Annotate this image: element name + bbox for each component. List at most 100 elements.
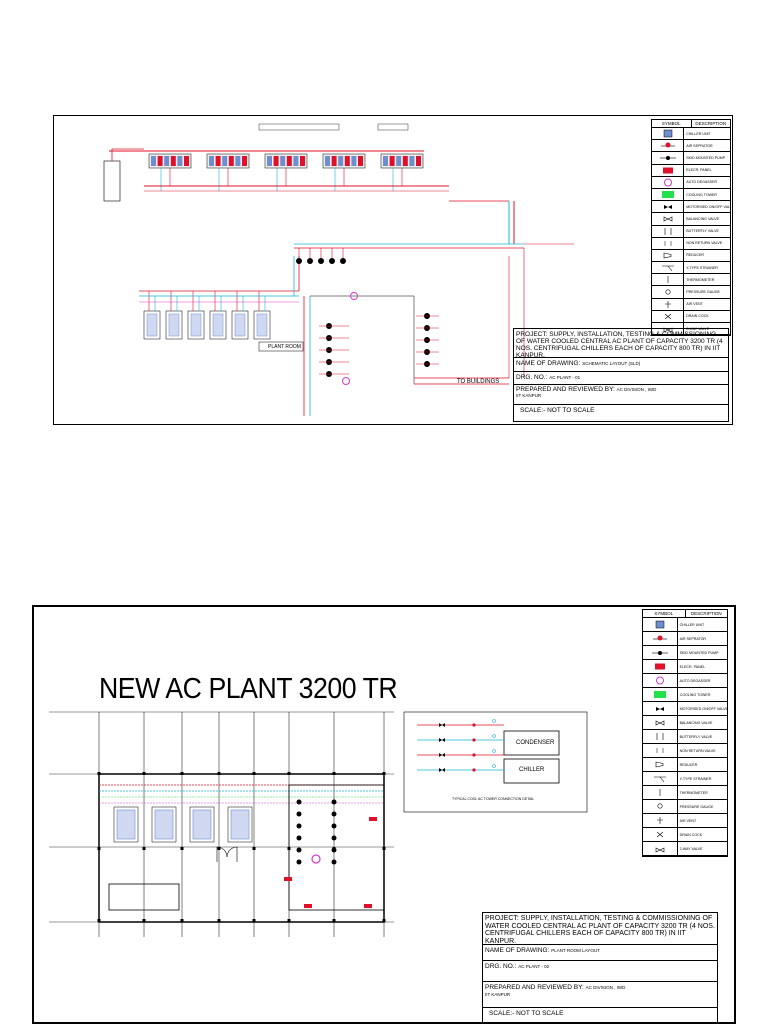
- reducer-icon: [655, 761, 664, 768]
- scale-row: SCALE:- NOT TO SCALE: [520, 407, 595, 414]
- chiller-unit: [143, 291, 161, 340]
- schematic-diagram: [103, 123, 574, 416]
- legend-row: Y-TYPE STRAINER: [643, 772, 727, 786]
- pump: [319, 323, 349, 329]
- pump: [318, 248, 324, 264]
- air-vent-icon: [664, 300, 671, 308]
- legend-label: THERMOMETER: [686, 277, 715, 282]
- legend-row: AUTO DEGASSER: [652, 176, 730, 189]
- chiller-label: CHILLER: [519, 767, 545, 773]
- legend-row: CHILLER UNIT: [652, 128, 730, 141]
- layout-pump-bank: [284, 799, 377, 908]
- chiller-unit: [187, 291, 205, 340]
- chiller-unit: [113, 806, 139, 843]
- legend-row: BUTTERFLY VALVE: [652, 225, 730, 238]
- prepared-by-row-2: PREPARED AND REVIEWED BY: AC DIVISION , …: [483, 982, 717, 1008]
- drawing-name-value-2: PLANT ROOM LAYOUT: [551, 948, 600, 953]
- auto-degasser-icon: [663, 178, 672, 187]
- legend-row: AIR VENT: [643, 814, 727, 828]
- legend-row: BALANCING VALVE: [652, 213, 730, 226]
- legend-label: AIR SEPRATOR: [679, 636, 707, 641]
- legend-label: SKID MOUNTED PUMP: [686, 155, 726, 160]
- scale-row-2: SCALE:- NOT TO SCALE: [489, 1010, 564, 1017]
- motorised-valve-icon: [663, 205, 672, 210]
- legend-label: MOTORISED ON/OFF VALVE: [686, 204, 730, 209]
- drawing-number-row-2: DRG. NO.: AC PLANT - 02: [483, 961, 717, 982]
- prepared-by-org-2: IIT KANPUR: [485, 992, 511, 997]
- detail-caption: TYPICAL COOL AC TOWER CONNECTION DETAIL: [452, 797, 535, 801]
- drawing-number-label-2: DRG. NO.:: [485, 963, 517, 970]
- legend-label: CHILLER UNIT: [686, 131, 711, 136]
- legend-symbol-header: SYMBOL: [643, 610, 686, 617]
- legend-label: ELECR. PANEL: [686, 168, 712, 173]
- legend-row: COOLING TOWER: [652, 188, 730, 202]
- non-return-valve-icon: [656, 748, 664, 753]
- thermometer-icon: [667, 276, 668, 284]
- legend-label: REDUCER: [679, 762, 698, 767]
- prepared-by-org: IIT KANPUR: [516, 393, 542, 398]
- legend-header: SYMBOL DESCRIPTION: [643, 610, 727, 618]
- legend-label: NON RETURN VALVE: [686, 241, 723, 246]
- detail-pipe: [417, 764, 504, 772]
- air-separator-icon: [652, 635, 667, 641]
- legend-row: PRESSURE GAUGE: [643, 800, 727, 814]
- legend-row: ELECR. PANEL: [643, 660, 727, 674]
- legend-row: SKID MOUNTED PUMP: [643, 646, 727, 660]
- pump: [319, 347, 349, 353]
- prepared-by-label-2: PREPARED AND REVIEWED BY:: [485, 984, 584, 991]
- prepared-by-value: AC DIVISION , IWD: [616, 387, 657, 392]
- drawing-number-value-2: AC PLANT - 02: [518, 964, 550, 969]
- plant-room-label: PLANT ROOM: [268, 344, 301, 350]
- legend-description-header: DESCRIPTION: [690, 611, 722, 616]
- legend-row: ELECR. PANEL: [652, 164, 730, 177]
- cooling-tower-icon: [653, 691, 666, 698]
- project-description: PROJECT: SUPPLY, INSTALLATION, TESTING &…: [514, 329, 728, 359]
- cooling-tower: [206, 153, 250, 191]
- detail-pipe: [417, 734, 504, 742]
- legend-label: BALANCING VALVE: [686, 216, 720, 221]
- legend-row: THERMOMETER: [643, 786, 727, 800]
- reducer-icon: [663, 252, 671, 259]
- legend-label: REDUCER: [686, 253, 704, 258]
- drawing-number-label: DRG. NO.:: [516, 374, 548, 381]
- legend-label: DRAIN COCK: [679, 832, 703, 837]
- chiller-unit: [189, 806, 215, 843]
- pump: [319, 359, 349, 365]
- primary-pump-stack: [319, 292, 439, 385]
- chiller-unit: [253, 291, 271, 340]
- legend-row: DRAIN COCK: [652, 310, 730, 323]
- butterfly-valve-icon: [656, 733, 664, 740]
- pump: [319, 335, 349, 341]
- legend-label: PRESSURE GAUGE: [679, 804, 714, 809]
- non-return-valve-icon: [664, 240, 671, 246]
- legend-row: REDUCER: [643, 758, 727, 772]
- legend-label: ELECR. PANEL: [679, 664, 706, 669]
- chiller-unit: [231, 291, 249, 340]
- pump: [416, 325, 439, 331]
- chiller-unit: [151, 806, 177, 843]
- two-way-valve-icon: [655, 847, 665, 853]
- legend-label: AUTO DEGASSER: [679, 678, 711, 683]
- legend-label: DRAIN COCK: [686, 314, 709, 319]
- legend-label: Y-TYPE STRAINER: [679, 776, 712, 781]
- layout-chiller-bank: [113, 806, 253, 843]
- pump: [296, 835, 337, 841]
- elec-panel-icon: [654, 663, 665, 670]
- cooling-tower-row: [148, 153, 424, 191]
- legend-row: PRESSURE GAUGE: [652, 286, 730, 299]
- pump: [319, 371, 349, 377]
- chiller-unit-icon: [663, 129, 672, 138]
- pump: [416, 337, 439, 343]
- legend-row: BUTTERFLY VALVE: [643, 730, 727, 744]
- legend-row: THERMOMETER: [652, 274, 730, 287]
- legend-description-header: DESCRIPTION: [695, 121, 727, 126]
- project-description-2: PROJECT: SUPPLY, INSTALLATION, TESTING &…: [483, 913, 717, 945]
- pump: [296, 859, 337, 865]
- drawing-name-value: SCHEMATIC LAYOUT (SLD): [582, 361, 641, 366]
- cooling-tower: [264, 153, 308, 191]
- skid-pump-icon: [651, 651, 668, 655]
- legend-label: CHILLER UNIT: [679, 622, 705, 627]
- drawing-title: NEW AC PLANT 3200 TR: [99, 673, 398, 705]
- legend-row: AIR SEPRATOR: [643, 632, 727, 646]
